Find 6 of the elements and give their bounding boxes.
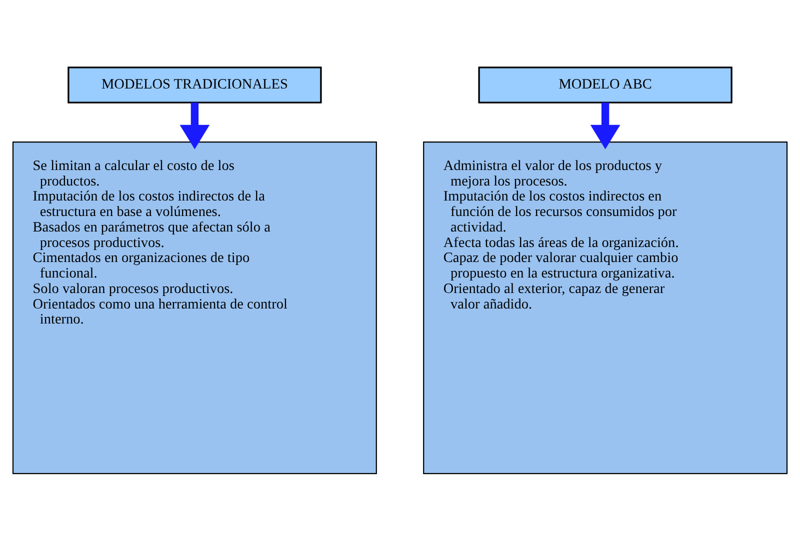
arrow [590,102,620,150]
node-box: Se limitan a calcular el costo de los productos. Imputación de los costos indirectos de la estructura en base a volúmenes. Basados en parámetros que afectan sólo a procesos productivos. Cimentados en organizaciones de tipo funcional. Solo valoran procesos productivos. Orientados como una herramienta de control interno. [12,142,377,474]
node-box: Administra el valor de los productos y mejora los procesos. Imputación de los costos indirectos en función de los recursos consumidos por actividad. Afecta todas las áreas de la organización. Capaz de poder valorar cualquier cambio propuesto en la estructura organizativa. Orientado al exterior, capaz de generar valor añadido. [423,142,788,474]
arrow [180,102,210,150]
node-box: MODELOS TRADICIONALES [68,66,322,104]
node-box: MODELO ABC [478,66,732,104]
